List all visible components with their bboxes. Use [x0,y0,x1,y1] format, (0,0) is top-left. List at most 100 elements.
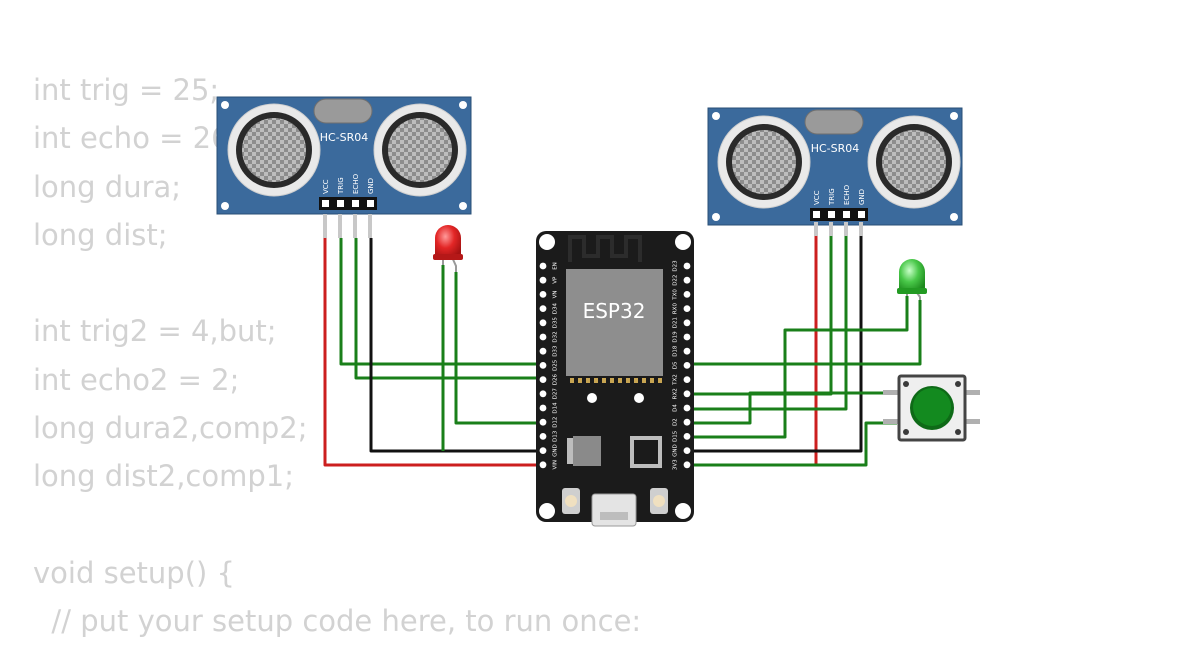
pin-label-gnd: GND [858,189,866,205]
esp32-pin-right[interactable] [683,461,691,469]
esp32-pin-label: GND [673,444,679,457]
esp32-pin-left[interactable] [539,404,547,412]
red-led[interactable] [433,225,463,272]
esp32-pin-right[interactable] [683,291,691,298]
esp32-pin-label: D27 [553,388,559,400]
esp32-pin-label: VP [553,276,559,284]
esp32-pin-right[interactable] [683,262,691,270]
esp32-pin-label: D25 [553,359,559,371]
ultrasonic-sensor-left[interactable]: HC-SR04 VCC TRIG ECHO GND [216,96,472,238]
sensor-header [319,197,377,238]
wire-green-led-b [686,300,922,366]
esp32-pin-left[interactable] [539,291,547,298]
code-line: long dura2,comp2; [33,411,308,446]
wire-button-top [686,391,897,425]
wire-left-vcc [323,238,542,467]
pin-label-vcc: VCC [322,179,330,194]
esp32-pin-label: D21 [673,317,679,328]
esp32-pin-right[interactable] [683,404,691,412]
esp32-pin-left[interactable] [539,305,547,312]
code-line: long dist2,comp1; [33,459,294,494]
esp32-pin-label: D12 [553,417,559,428]
esp32-pin-left[interactable] [539,333,547,341]
esp32-pin-right[interactable] [683,418,691,426]
esp32-pin-right[interactable] [683,362,691,369]
esp32-pin-right[interactable] [683,447,691,454]
wire-right-gnd [686,235,863,453]
voltage-regulator [567,436,601,466]
esp32-pin-left[interactable] [539,461,547,469]
esp32-pin-left[interactable] [539,390,547,398]
esp32-pin-label: D22 [673,275,679,286]
esp32-pin-left[interactable] [539,433,547,440]
esp32-pin-label: D23 [673,260,679,272]
esp32-pin-label: D4 [673,404,679,412]
code-line: long dura; [33,169,182,204]
esp32-pin-right[interactable] [683,347,691,355]
esp32-pin-left[interactable] [539,262,547,270]
esp32-pin-label: D5 [673,361,679,369]
esp32-pin-label: D19 [673,331,679,343]
esp32-pin-right[interactable] [683,390,691,398]
esp32-pin-label: D33 [553,345,559,357]
esp32-pin-left[interactable] [539,418,547,426]
esp32-pin-left[interactable] [539,447,547,454]
module-castellations [570,378,662,383]
wires [323,235,922,467]
esp32-pin-label: D32 [553,331,559,342]
esp32-pin-right[interactable] [683,376,691,383]
esp32-pin-label: GND [553,444,559,457]
wire-right-echo [686,235,848,411]
code-line: long dist; [33,217,168,252]
esp32-pin-left[interactable] [539,276,547,284]
wire-red-led-cathode [454,272,542,425]
esp32-pin-left[interactable] [539,319,547,327]
esp32-pin-label: D35 [553,317,559,329]
pin-header-left: ENVPVND34D35D32D33D25D26D27D14D12D13GNDV… [539,262,559,470]
wire-button-bottom [686,421,897,467]
esp32-pin-label: D34 [553,302,559,314]
esp32-pin-label: VN [553,290,559,298]
pin-label-echo: ECHO [843,184,851,205]
pin-label-vcc: VCC [813,190,821,205]
wire-left-trig [339,238,542,366]
wire-left-gnd [369,238,542,453]
esp32-pin-label: TX2 [673,374,679,386]
esp32-pin-label: EN [553,262,559,270]
usb-port [591,493,637,527]
antenna-trace [568,235,642,262]
wire-right-trig [686,235,833,396]
esp32-pin-label: RX2 [673,388,679,399]
wire-left-echo [354,238,542,380]
code-line: int trig2 = 4,but; [33,314,277,349]
esp32-pin-label: TX0 [673,289,679,301]
esp32-pin-right[interactable] [683,319,691,327]
esp32-pin-label: 3V3 [673,459,679,470]
esp32-pin-label: D2 [673,418,679,426]
ultrasonic-sensor-right[interactable]: HC-SR04 VCC TRIG ECHO GND [707,107,963,236]
esp32-pin-left[interactable] [539,347,547,355]
esp32-pin-label: D18 [673,345,679,357]
esp32-pin-label: D14 [553,402,559,414]
esp32-pin-label: D15 [673,430,679,442]
pin-label-trig: TRIG [337,177,345,195]
esp32-pin-right[interactable] [683,276,691,284]
esp32-pin-right[interactable] [683,433,691,440]
sensor-label: HC-SR04 [320,131,369,144]
esp32-pin-right[interactable] [683,333,691,341]
board-buttons [562,488,668,514]
pin-header-right: D23D22TX0RX0D21D19D18D5TX2RX2D4D2D15GND3… [673,260,691,470]
esp32-pin-left[interactable] [539,376,547,383]
esp32-pin-left[interactable] [539,362,547,369]
wire-right-vcc [686,235,818,467]
esp32-pin-label: D26 [553,373,559,385]
esp32-pin-right[interactable] [683,305,691,312]
usb-serial-chip [630,436,662,468]
sensor-header [810,208,868,236]
code-line: int echo2 = 2; [33,362,240,397]
green-led[interactable] [897,259,927,300]
push-button[interactable] [883,374,980,442]
pin-label-echo: ECHO [352,173,360,194]
wire-green-led-a [686,296,909,439]
